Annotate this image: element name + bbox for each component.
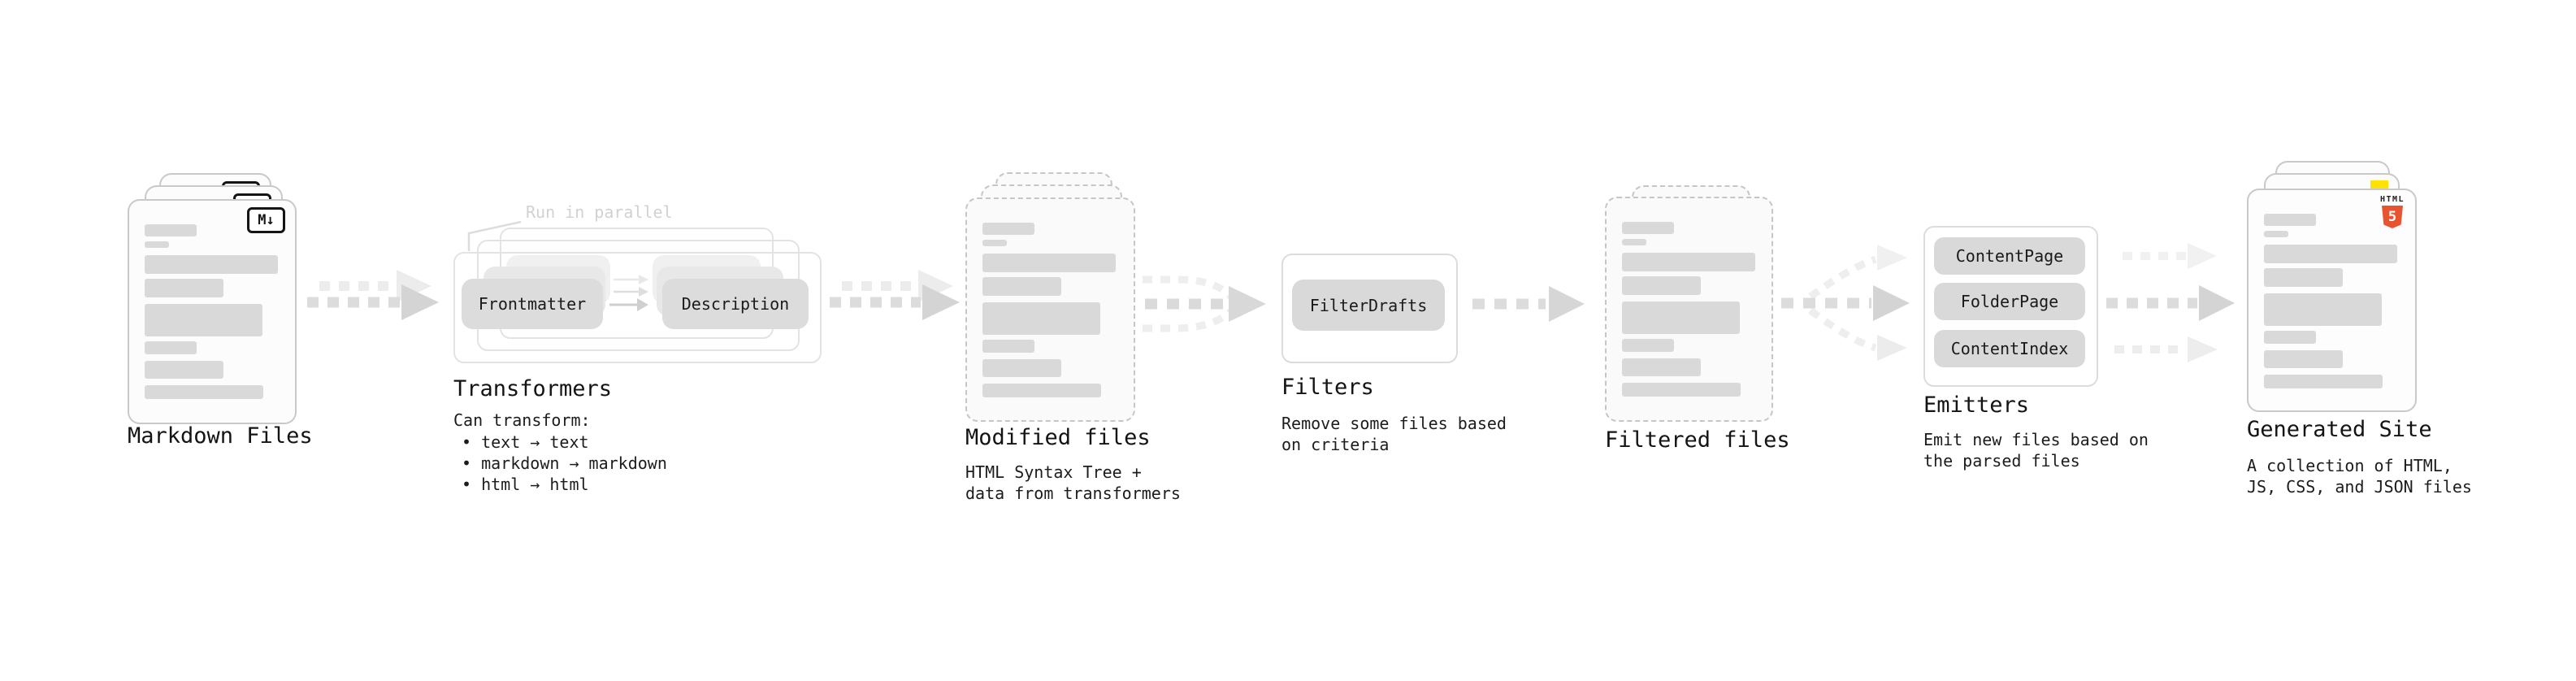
content-bar xyxy=(145,385,263,399)
stage-title: Transformers xyxy=(453,376,613,401)
content-bar xyxy=(982,302,1100,335)
content-bar xyxy=(1622,276,1701,295)
content-bar xyxy=(145,361,223,379)
stage-desc-line: the parsed files xyxy=(1923,451,2080,471)
stage-title: Filtered files xyxy=(1605,427,1790,453)
content-bar xyxy=(2264,331,2316,344)
markdown-icon: M↓ xyxy=(247,207,285,233)
content-bar xyxy=(982,223,1034,235)
content-bar xyxy=(2264,245,2397,263)
arrow-markdown-to-transformers xyxy=(307,270,439,320)
content-bar xyxy=(1622,383,1741,397)
arrow-filtered-to-emitters-fanout xyxy=(1781,245,1910,361)
arrow-modified-to-filters-merge xyxy=(1143,275,1266,332)
stage-desc-line: data from transformers xyxy=(965,484,1181,503)
content-bar xyxy=(1622,239,1646,245)
content-bar xyxy=(145,304,262,336)
content-bar xyxy=(145,255,278,274)
content-bar xyxy=(982,384,1101,397)
content-bar xyxy=(2264,375,2383,388)
arrow-transformers-to-modified xyxy=(830,270,960,320)
content-bar xyxy=(982,340,1034,353)
arrow-filters-to-filtered xyxy=(1472,286,1585,322)
content-bar xyxy=(1622,339,1674,352)
content-bar xyxy=(982,254,1116,272)
content-bar xyxy=(2264,231,2288,237)
stage-desc-line: JS, CSS, and JSON files xyxy=(2247,477,2472,497)
stage-subtitle: Can transform: xyxy=(453,410,591,430)
content-bar xyxy=(1622,358,1701,376)
bullet-line: • html → html xyxy=(462,475,589,494)
emitter-pill-folderpage: FolderPage xyxy=(1934,283,2085,320)
content-bar xyxy=(2264,268,2343,287)
bullet-line: • markdown → markdown xyxy=(462,453,667,473)
filter-pill-filterdrafts: FilterDrafts xyxy=(1292,280,1445,331)
document-card xyxy=(965,197,1135,422)
stage-title: Emitters xyxy=(1923,393,2030,418)
document-card xyxy=(1605,197,1773,422)
stage-desc-line: A collection of HTML, xyxy=(2247,456,2452,475)
emitter-pill-contentindex: ContentIndex xyxy=(1934,330,2085,367)
stage-title: Markdown Files xyxy=(128,423,313,449)
content-bar xyxy=(982,359,1061,377)
stage-title: Generated Site xyxy=(2247,417,2432,442)
content-bar xyxy=(145,341,197,354)
arrow-emitters-to-generated xyxy=(2106,243,2235,362)
stage-desc-line: on criteria xyxy=(1281,435,1390,454)
content-bar xyxy=(2264,293,2382,326)
transformer-pill-frontmatter: Frontmatter xyxy=(462,279,603,329)
run-in-parallel-note: Run in parallel xyxy=(526,202,673,222)
content-bar xyxy=(982,277,1061,296)
stage-desc-line: HTML Syntax Tree + xyxy=(965,462,1142,482)
stage-desc-line: Emit new files based on xyxy=(1923,430,2149,449)
html5-label: HTML xyxy=(2379,195,2405,204)
content-bar xyxy=(1622,222,1674,234)
document-card: HTML 5 xyxy=(2247,189,2417,412)
document-card: M↓ xyxy=(128,199,297,424)
content-bar xyxy=(145,224,197,236)
content-bar xyxy=(145,241,169,248)
content-bar xyxy=(1622,253,1755,271)
emitter-pill-contentpage: ContentPage xyxy=(1934,237,2085,275)
content-bar xyxy=(1622,301,1740,334)
transformer-layer-box xyxy=(453,252,822,363)
html5-shield: 5 xyxy=(2382,206,2403,228)
content-bar xyxy=(2264,350,2343,368)
html5-icon: HTML 5 xyxy=(2379,195,2405,228)
stage-desc-line: Remove some files based xyxy=(1281,414,1507,433)
content-bar xyxy=(145,279,223,297)
content-bar xyxy=(2264,214,2316,226)
transformer-pill-description: Description xyxy=(662,279,809,329)
stage-title: Modified files xyxy=(965,425,1151,450)
stage-title: Filters xyxy=(1281,375,1374,400)
content-bar xyxy=(982,240,1007,246)
bullet-line: • text → text xyxy=(462,432,589,452)
